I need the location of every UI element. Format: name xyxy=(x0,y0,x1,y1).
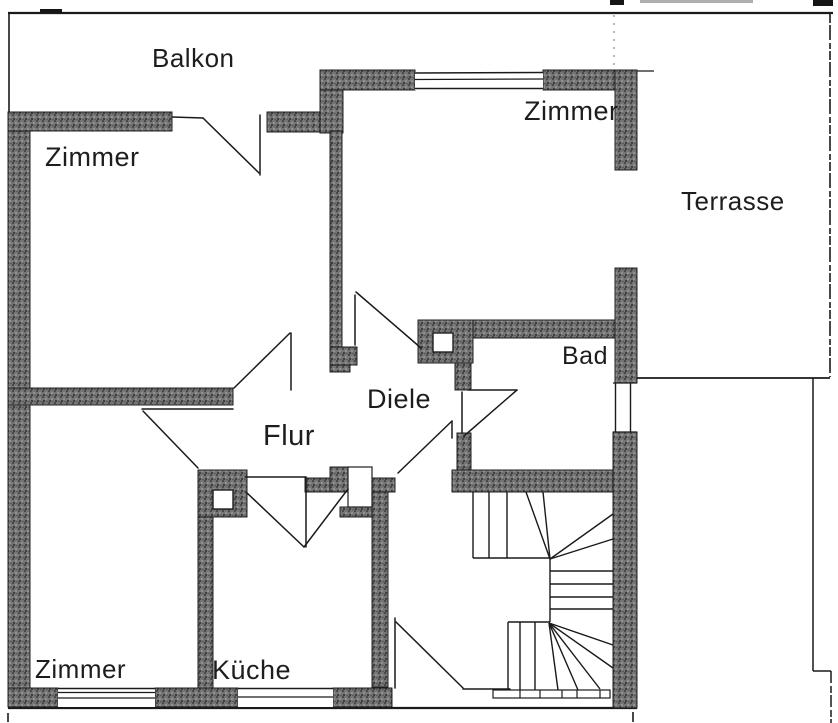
wall-niche-bottom xyxy=(339,506,373,518)
scan-mark-top-right xyxy=(813,0,833,6)
window-top xyxy=(414,71,544,90)
door-stair-hall-upper xyxy=(397,420,453,474)
label-kueche: Küche xyxy=(212,655,291,685)
staircase xyxy=(472,491,614,699)
door-zimmer-top-left xyxy=(233,332,292,391)
wall-bottom-2 xyxy=(154,687,239,708)
window-right xyxy=(613,382,637,433)
wall-divider-left-rooms xyxy=(7,387,234,406)
wall-bottom-3 xyxy=(332,687,393,708)
label-balkon: Balkon xyxy=(152,43,235,73)
scan-mark-top-middle xyxy=(610,0,624,5)
wall-bottom-1 xyxy=(7,687,59,708)
wall-interior-vertical xyxy=(329,130,343,348)
door-diele-top xyxy=(354,291,422,349)
windows xyxy=(58,71,637,707)
wall-stair-hall-top xyxy=(451,469,614,493)
label-zimmer-top-right: Zimmer xyxy=(524,96,618,126)
wall-zimmer-tl-top xyxy=(7,111,173,132)
wall-zimmer-tr-right xyxy=(614,69,638,171)
door-kueche xyxy=(244,476,349,548)
label-diele: Diele xyxy=(367,384,431,414)
label-terrasse: Terrasse xyxy=(681,186,785,216)
wall-pier-foot xyxy=(329,346,358,366)
bad-shaft-opening xyxy=(432,332,454,353)
wall-outer-right-mid xyxy=(614,267,638,384)
label-zimmer-top-left: Zimmer xyxy=(45,142,139,172)
kueche-shaft-opening xyxy=(212,489,234,510)
wall-top-main-left xyxy=(319,69,416,91)
label-zimmer-bottom-left: Zimmer xyxy=(35,654,126,684)
wall-kueche-top-block xyxy=(329,466,349,493)
door-balcony xyxy=(171,114,261,176)
scan-artifacts xyxy=(40,0,833,13)
wall-bad-left-lower xyxy=(456,432,472,471)
scan-blob-top-left xyxy=(40,9,62,13)
wall-kueche-right-head xyxy=(371,477,396,493)
wall-pier-step xyxy=(329,364,351,373)
wall-bad-top xyxy=(472,319,616,339)
shafts xyxy=(212,332,454,510)
wall-kueche-right xyxy=(371,491,389,688)
door-stair-exterior xyxy=(394,617,511,690)
wall-outer-right-low xyxy=(612,431,638,709)
door-zimmer-bottom-left xyxy=(141,408,234,469)
label-bad: Bad xyxy=(562,342,608,370)
window-bottom-kueche xyxy=(238,687,333,707)
stair-bottom-strip xyxy=(492,689,611,699)
walls xyxy=(7,69,638,709)
window-bottom-left xyxy=(58,687,155,707)
door-bad xyxy=(461,389,518,437)
scan-streak-top xyxy=(640,0,753,3)
door-niche xyxy=(347,466,373,508)
wall-zimmer-kueche-divider xyxy=(197,516,214,689)
doors xyxy=(141,114,518,690)
room-labels: Balkon Zimmer Zimmer Terrasse Bad Diele … xyxy=(35,43,785,685)
label-flur: Flur xyxy=(263,420,315,452)
wall-kueche-top xyxy=(304,477,331,493)
wall-bad-left-upper xyxy=(454,362,472,391)
